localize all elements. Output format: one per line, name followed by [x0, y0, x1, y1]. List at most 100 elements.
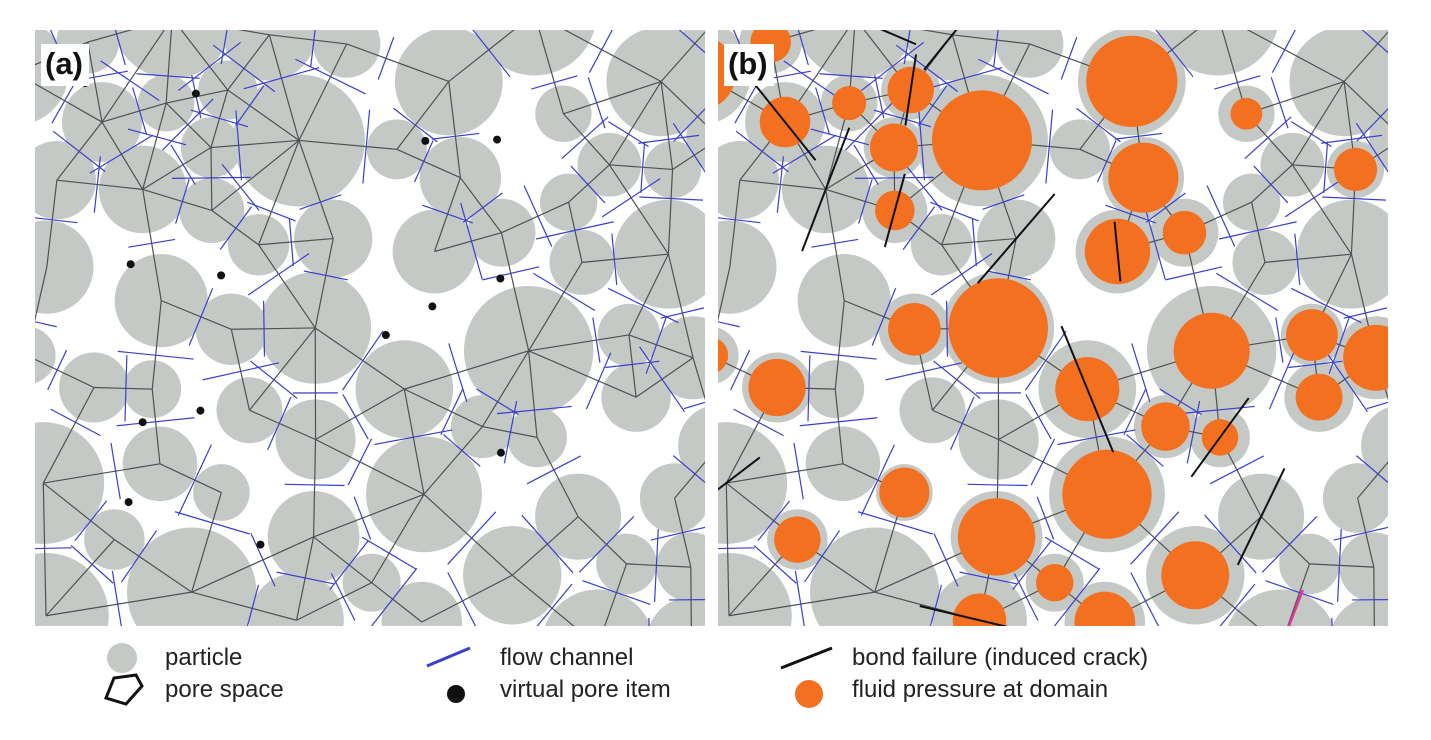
pore-boundary: [528, 334, 630, 352]
pore-boundary: [626, 563, 691, 568]
flow-channel: [967, 483, 1028, 487]
flow-channel: [730, 349, 751, 391]
pore-boundary: [404, 350, 529, 390]
pore-boundary: [298, 139, 397, 150]
pore-boundary: [210, 139, 300, 149]
flow-channel: [860, 41, 925, 92]
flow-channel: [855, 176, 934, 179]
pore-boundary: [459, 177, 502, 234]
flow-channel: [794, 570, 805, 626]
fluid-pressure-domain: [832, 86, 867, 121]
flow-channel: [347, 438, 373, 486]
pore-boundary: [142, 147, 212, 190]
fluid-pressure-domain: [957, 498, 1036, 576]
pore-boundary: [313, 536, 373, 584]
pore-boundary: [568, 164, 610, 203]
flow-channel: [1218, 221, 1297, 240]
pore-boundary: [227, 34, 270, 91]
pore-boundary: [191, 492, 222, 593]
flow-channel: [611, 233, 618, 286]
flow-channel: [1343, 307, 1388, 319]
fluid-pressure-domain: [1035, 563, 1074, 602]
bond-failure-icon: [780, 646, 833, 670]
flow-channel: [793, 442, 804, 500]
flow-channel: [536, 583, 573, 626]
flow-channel: [117, 350, 194, 360]
pore-boundary: [191, 536, 314, 593]
flow-channel: [1045, 109, 1054, 184]
flow-channel: [776, 156, 784, 213]
flow-channel: [448, 343, 468, 402]
flow-channel: [52, 130, 106, 173]
pore-boundary: [660, 81, 674, 170]
flow-channel: [946, 300, 949, 357]
pore-boundary: [718, 266, 731, 322]
pore-boundary: [1264, 253, 1352, 263]
particle: [1049, 119, 1110, 180]
pore-boundary: [536, 437, 579, 517]
flow-channel: [476, 388, 519, 416]
pore-boundary: [180, 30, 229, 91]
bond-failure: [753, 83, 817, 161]
flow-channel: [1290, 287, 1362, 324]
pore-boundary: [268, 34, 300, 141]
flow-channel: [361, 536, 417, 570]
fluid-pressure-domain: [718, 338, 729, 372]
bond-failure: [1190, 397, 1250, 478]
fluid-pressure-domain: [1286, 309, 1338, 361]
flow-channel: [35, 547, 72, 550]
pore-boundary: [1251, 202, 1266, 263]
flow-channel: [47, 349, 68, 391]
fluid-pressure-domain: [1162, 210, 1207, 255]
pore-boundary: [269, 34, 347, 45]
flow-channel: [162, 98, 214, 151]
pore-boundary: [249, 409, 316, 441]
flow-channel: [871, 287, 897, 346]
flow-channel: [174, 511, 250, 535]
flow-channel: [1025, 394, 1052, 440]
pore-boundary: [101, 30, 166, 123]
pore-boundary: [834, 389, 844, 464]
flow-channel: [413, 140, 434, 183]
pore-boundary: [739, 179, 826, 191]
particle: [718, 141, 779, 220]
pore-boundary: [448, 81, 461, 178]
particle: [718, 327, 739, 384]
flow-channel: [578, 516, 635, 573]
flow-channel: [570, 165, 606, 204]
flow-channel: [377, 36, 395, 80]
flow-channel: [1322, 346, 1368, 413]
flow-channel: [678, 30, 705, 54]
pore-boundary: [142, 102, 167, 190]
flow-channel: [1355, 455, 1388, 484]
flow-channel: [1060, 36, 1078, 80]
particle: [35, 220, 94, 314]
pore-boundary: [371, 493, 425, 583]
pore-boundary: [315, 438, 425, 495]
particle-layer: [35, 30, 705, 626]
flow-channel: [605, 360, 660, 369]
flow-channel: [895, 44, 959, 93]
fluid-pressure-layer: [718, 30, 1388, 626]
pore-boundary: [101, 102, 167, 123]
flow-channel: [1288, 360, 1343, 369]
pore-boundary: [528, 350, 637, 398]
pore-boundary: [151, 300, 162, 390]
flow-channel: [284, 483, 345, 487]
flow-channel: [136, 73, 200, 79]
flow-channel: [35, 321, 57, 328]
flow-channel: [111, 570, 122, 626]
virtual-pore-item: [256, 540, 265, 549]
bond-failure: [1236, 467, 1286, 566]
flow-channel: [212, 44, 276, 93]
pore-boundary: [314, 238, 334, 329]
flow-channel: [50, 408, 101, 437]
bond-failure: [1113, 221, 1122, 282]
pore-boundary: [45, 539, 115, 617]
flow-channel: [1261, 516, 1318, 573]
pore-boundary: [248, 327, 316, 411]
pore-boundary: [296, 582, 372, 621]
pore-boundary: [43, 463, 161, 484]
pore-boundary: [501, 201, 569, 234]
fluid-pressure-domain: [869, 123, 919, 172]
